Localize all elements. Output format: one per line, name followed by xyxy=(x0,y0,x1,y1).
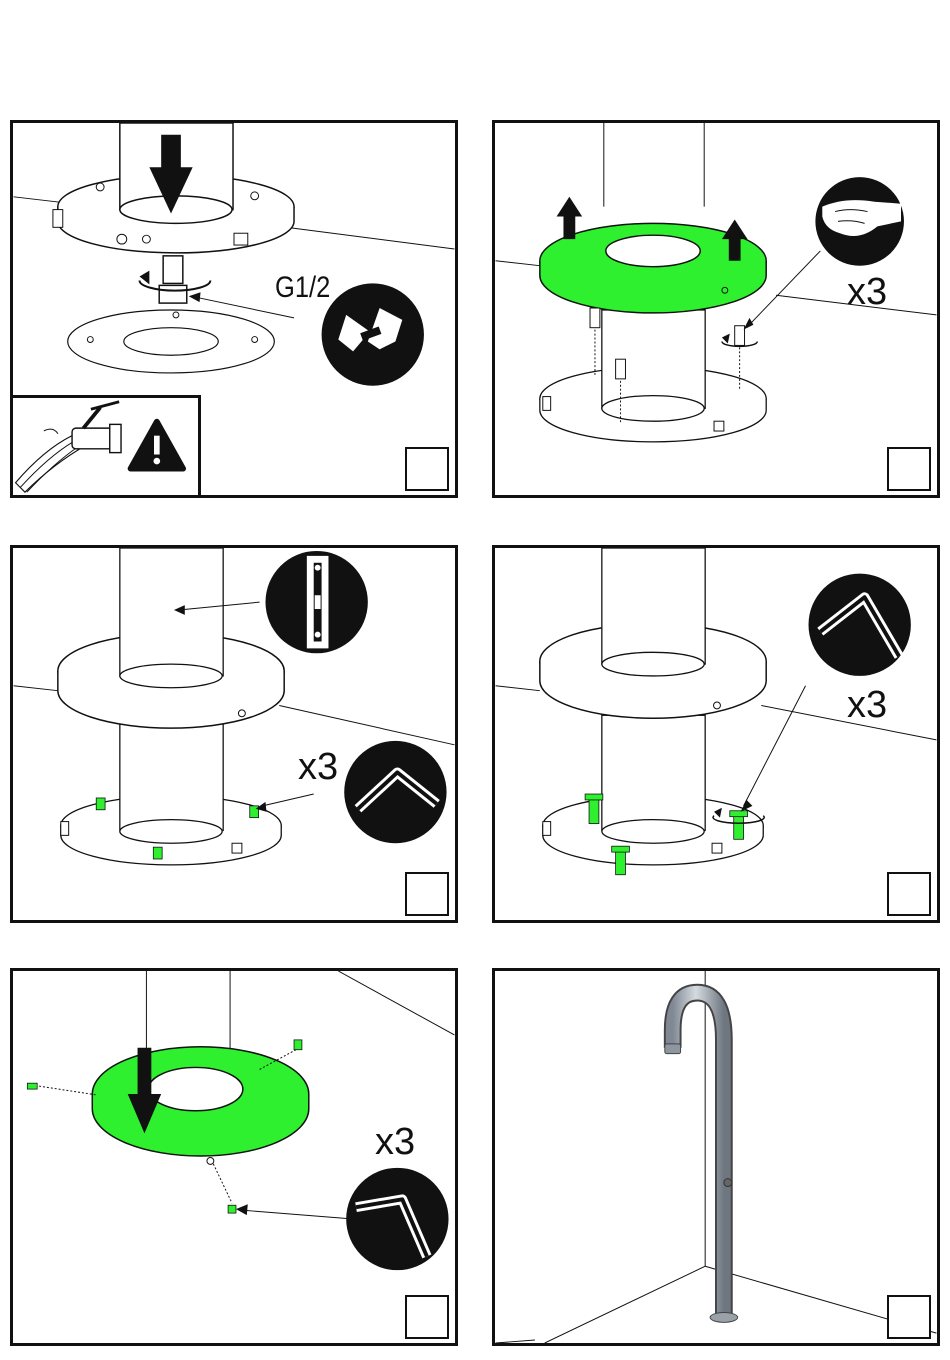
step-1-label-0: G1/2 xyxy=(275,273,330,303)
shower-column-icon xyxy=(665,993,738,1323)
spirit-level-icon xyxy=(265,551,367,653)
green-cover-ring xyxy=(92,1047,309,1165)
step-panel-3: x3 xyxy=(10,545,458,923)
step-3-illustration xyxy=(13,548,455,920)
allen-key-icon xyxy=(346,1168,448,1270)
step-number-box-5 xyxy=(405,1295,449,1339)
allen-key-icon xyxy=(809,574,911,676)
step-panel-4: x3 xyxy=(492,545,940,923)
step-2-label-0: x3 xyxy=(847,273,887,311)
allen-key-icon xyxy=(344,741,446,843)
warning-inset xyxy=(10,395,201,498)
hand-icon xyxy=(815,177,904,266)
step-panel-5: x3 xyxy=(10,968,458,1346)
step-number-box-3 xyxy=(405,872,449,916)
step-5-label-0: x3 xyxy=(375,1123,415,1161)
step-number-box-2 xyxy=(887,447,931,491)
step-3-label-0: x3 xyxy=(298,748,338,786)
step-panel-1: G1/2 xyxy=(10,120,458,498)
step-number-box-1 xyxy=(405,447,449,491)
step-panel-2: x3 xyxy=(492,120,940,498)
water-valve-icon xyxy=(16,402,121,492)
step-panel-6 xyxy=(492,968,940,1346)
step-number-box-4 xyxy=(887,872,931,916)
step-4-illustration xyxy=(495,548,937,920)
warning-icon xyxy=(130,422,183,469)
step-6-illustration xyxy=(495,971,937,1343)
wrench-icon xyxy=(322,283,424,385)
step-4-label-0: x3 xyxy=(847,686,887,724)
step-number-box-6 xyxy=(887,1295,931,1339)
